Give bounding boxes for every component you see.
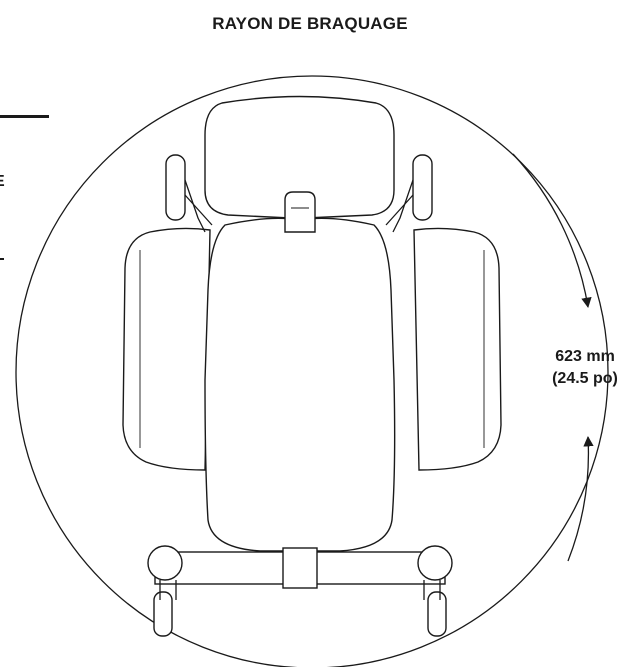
clipped-text-fragment-2: E xyxy=(0,172,5,192)
turning-radius-measurement: 623 mm (24.5 po) xyxy=(545,346,625,390)
headrest xyxy=(204,95,395,223)
right-armrest xyxy=(413,227,502,471)
left-caster-wheel-lower-hub xyxy=(147,545,183,581)
seat-back xyxy=(204,217,396,552)
left-caster-wheel-upper xyxy=(165,154,186,221)
left-armrest xyxy=(122,227,211,471)
right-caster-wheel-lower-hub xyxy=(417,545,453,581)
right-caster-wheel-lower xyxy=(427,591,447,637)
radius-arrow-upper xyxy=(512,153,592,309)
measurement-metric: 623 mm xyxy=(555,348,615,365)
radius-arrow-lower xyxy=(567,435,594,562)
left-caster-wheel-lower xyxy=(153,591,173,637)
measurement-imperial: (24.5 po) xyxy=(552,370,618,387)
base-center-post xyxy=(282,547,318,589)
turning-radius-circle xyxy=(15,75,609,667)
clipped-dash xyxy=(0,258,4,260)
right-caster-wheel-upper xyxy=(412,154,433,221)
headrest-connector xyxy=(284,191,316,233)
clipped-rule-line xyxy=(0,115,49,118)
diagram-title: RAYON DE BRAQUAGE xyxy=(212,14,408,33)
